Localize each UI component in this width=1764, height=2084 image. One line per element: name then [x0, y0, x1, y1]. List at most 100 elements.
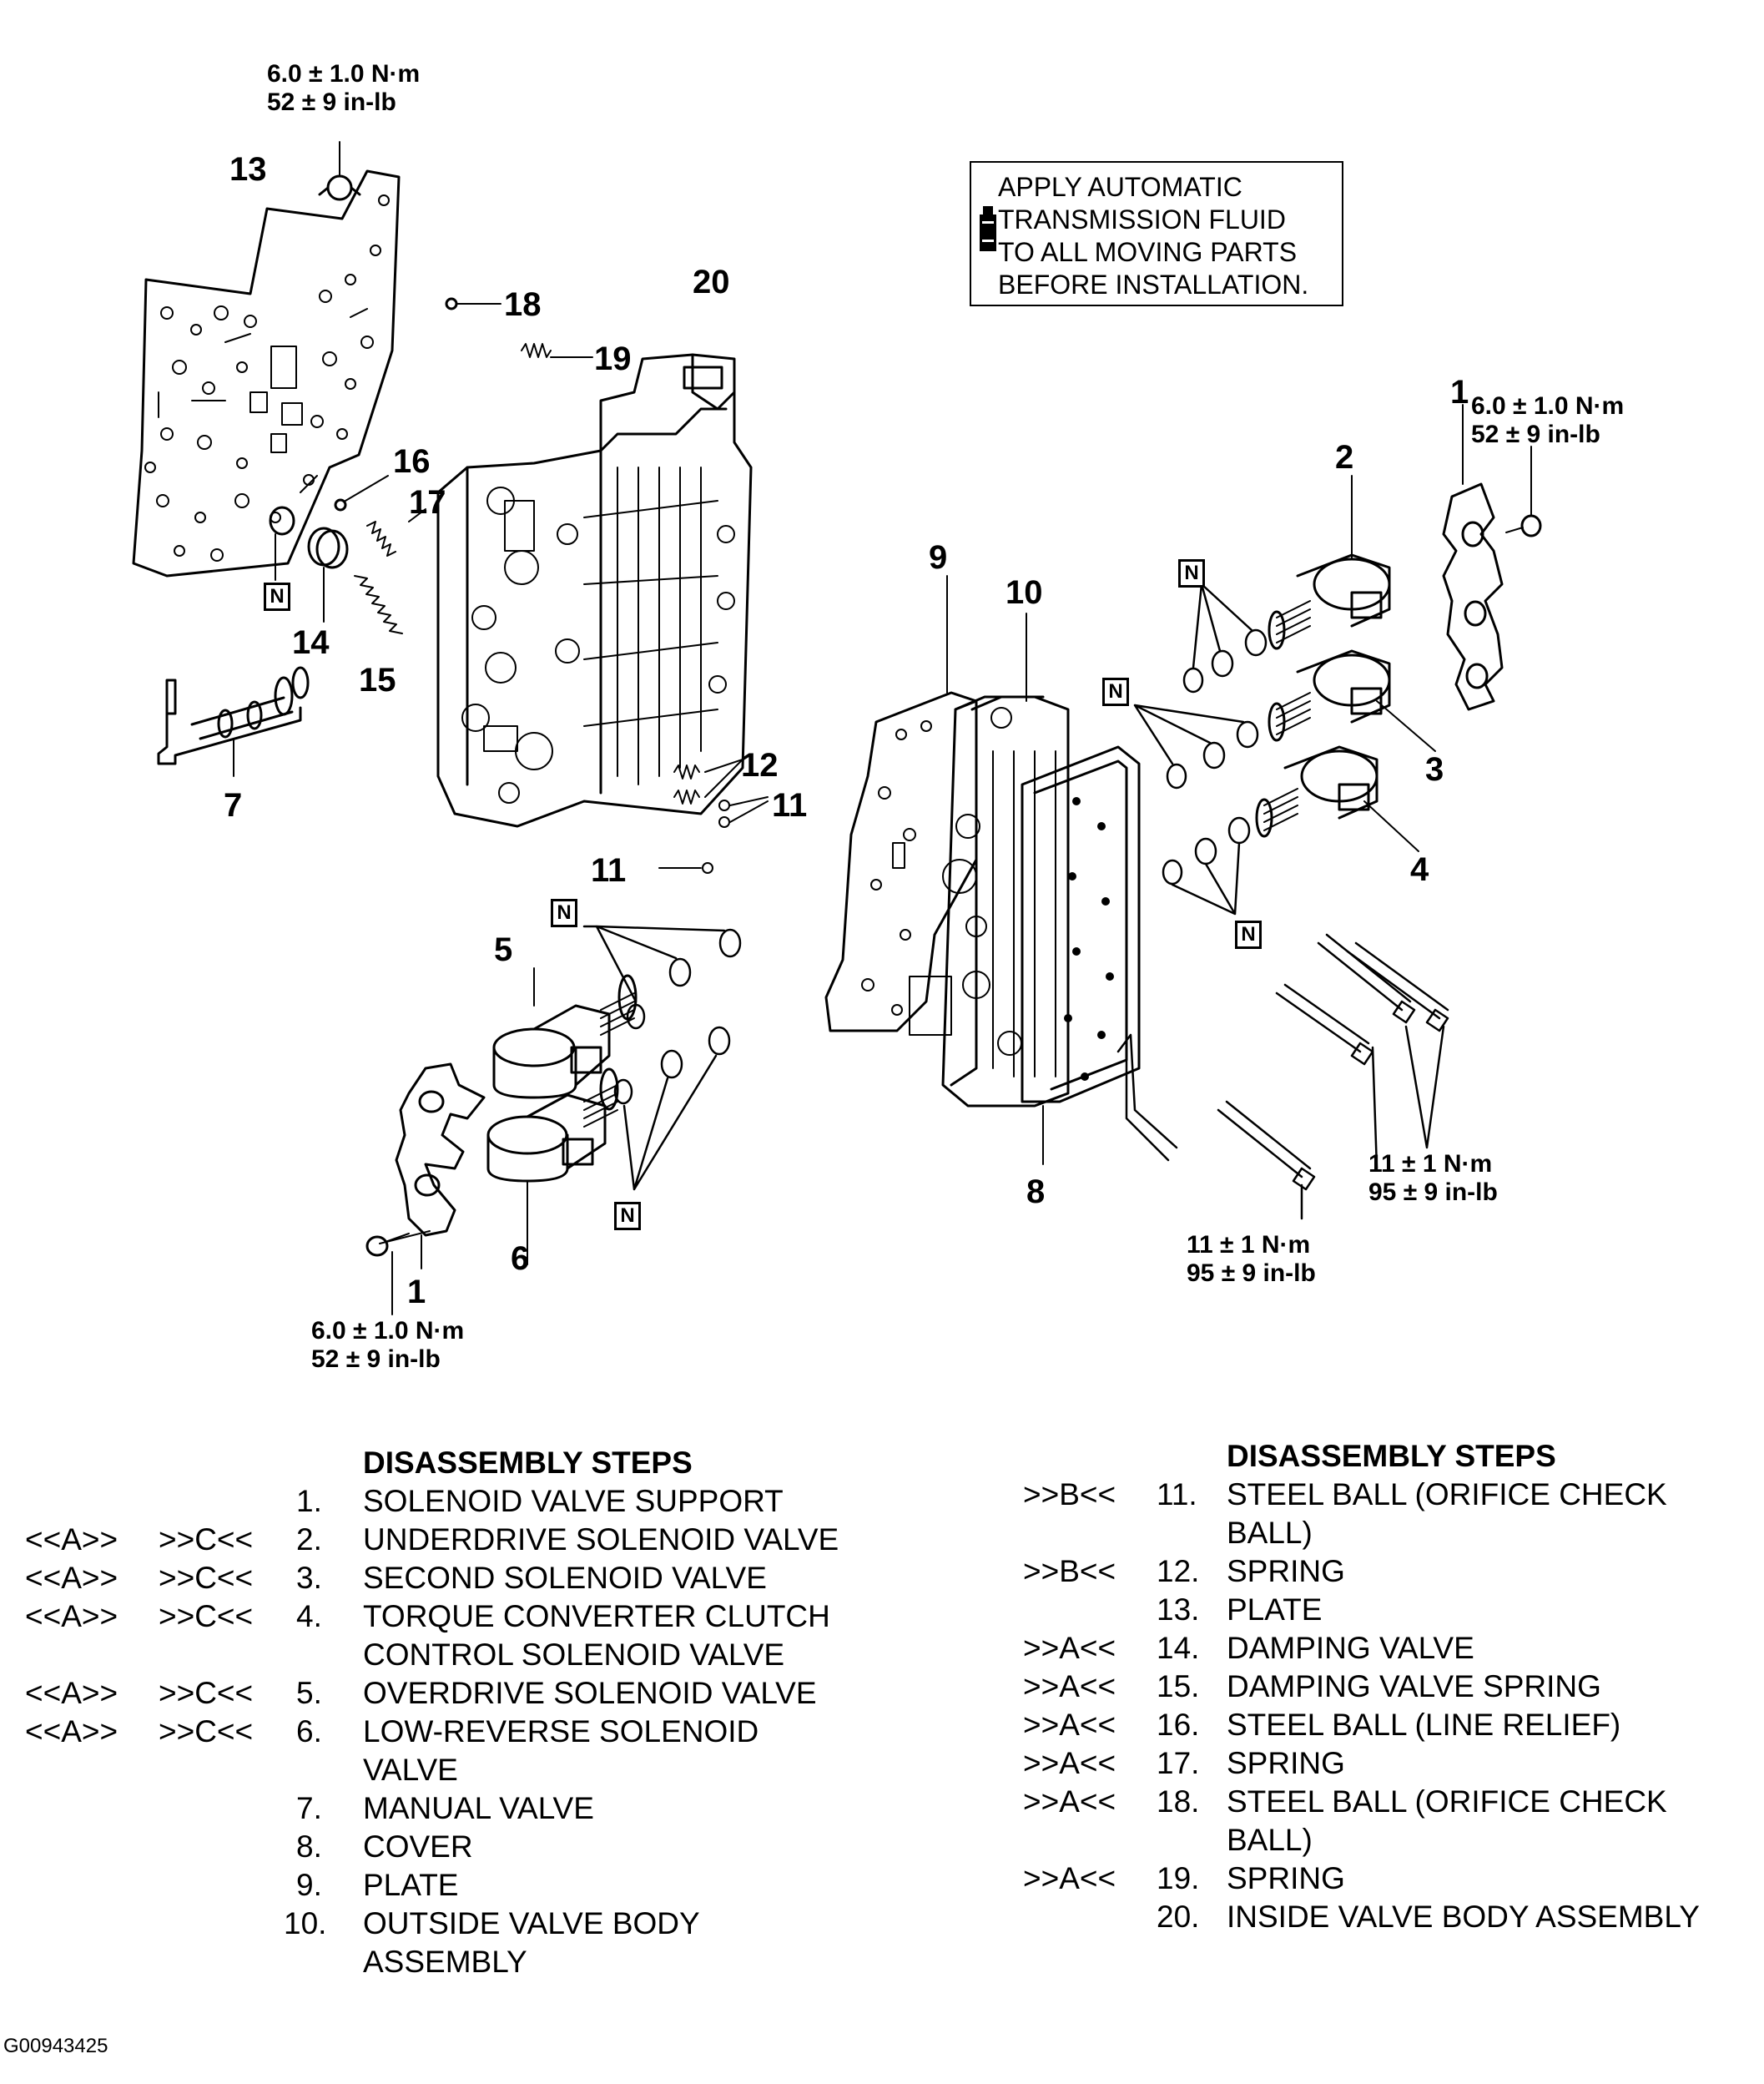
- step-a-ref: >>A<<: [1023, 1631, 1116, 1665]
- callout-18: 18: [504, 286, 542, 323]
- step-number: 3.: [296, 1561, 322, 1595]
- torque-upper-right: 6.0 ± 1.0 N·m 52 ± 9 in-lb: [1471, 392, 1624, 449]
- step-row: >>A<< 19. SPRING: [1023, 1859, 1749, 1898]
- disassembly-steps-right: DISASSEMBLY STEPS >>B<< 11. STEEL BALL (…: [1023, 1437, 1749, 1936]
- callout-2: 2: [1335, 439, 1354, 476]
- bolt-13: [318, 141, 361, 201]
- new-part-marker: N: [551, 899, 577, 927]
- step-number: 1.: [296, 1484, 322, 1518]
- step-a-ref: >>A<<: [1023, 1784, 1116, 1819]
- torque-top: 6.0 ± 1.0 N·m 52 ± 9 in-lb: [267, 60, 420, 117]
- step-number: 9.: [296, 1868, 322, 1902]
- step-number: 15.: [1157, 1669, 1200, 1703]
- torque-lower-bolt-inlb: 95 ± 9 in-lb: [1187, 1259, 1316, 1287]
- callout-19: 19: [594, 341, 632, 377]
- step-row: 10. OUTSIDE VALVE BODY ASSEMBLY: [25, 1905, 885, 1981]
- torque-lower-bolt-nm: 11 ± 1 N·m: [1187, 1231, 1311, 1259]
- step-b-ref: >>C<<: [159, 1561, 254, 1595]
- solenoid-valve-support-lower: [379, 1062, 486, 1244]
- step-name: MANUAL VALVE: [363, 1791, 594, 1825]
- step-number: 10.: [284, 1906, 327, 1940]
- callout-12: 12: [741, 747, 779, 784]
- step-number: 20.: [1157, 1900, 1200, 1934]
- step-number: 8.: [296, 1829, 322, 1864]
- step-name: STEEL BALL (LINE RELIEF): [1227, 1708, 1621, 1742]
- disassembly-steps-left: DISASSEMBLY STEPS 1. SOLENOID VALVE SUPP…: [25, 1444, 885, 1981]
- step-row: >>A<< 16. STEEL BALL (LINE RELIEF): [1023, 1706, 1749, 1744]
- step-name: STEEL BALL (ORIFICE CHECK BALL): [1227, 1784, 1667, 1857]
- torque-lower-bolt: 11 ± 1 N·m 95 ± 9 in-lb: [1187, 1231, 1316, 1288]
- step-name: DAMPING VALVE SPRING: [1227, 1669, 1601, 1703]
- callout-7: 7: [224, 787, 243, 824]
- callout-6: 6: [511, 1240, 530, 1277]
- step-number: 5.: [296, 1676, 322, 1710]
- o-rings-6: [613, 1026, 731, 1191]
- step-row: <<A>> >>C<< 5. OVERDRIVE SOLENOID VALVE: [25, 1674, 885, 1713]
- step-name: SPRING: [1227, 1861, 1345, 1895]
- torque-lower-left-inlb: 52 ± 9 in-lb: [311, 1345, 441, 1373]
- new-part-marker: N: [1235, 921, 1262, 949]
- step-name: LOW-REVERSE SOLENOID VALVE: [363, 1714, 759, 1787]
- callout-3: 3: [1425, 751, 1444, 788]
- step-row: 7. MANUAL VALVE: [25, 1789, 885, 1828]
- torque-right-bolts: 11 ± 1 N·m 95 ± 9 in-lb: [1368, 1150, 1498, 1207]
- o-rings-2: [1182, 583, 1268, 694]
- low-reverse-solenoid-6: [486, 1067, 619, 1265]
- step-a-ref: <<A>>: [25, 1714, 118, 1748]
- o-rings-5: [582, 925, 742, 1030]
- step-number: 14.: [1157, 1631, 1200, 1665]
- new-part-marker: N: [264, 583, 290, 611]
- step-name: STEEL BALL (ORIFICE CHECK BALL): [1227, 1477, 1667, 1550]
- tcc-solenoid-4: [1255, 745, 1419, 852]
- cover-8: [1021, 745, 1141, 1165]
- step-row: >>B<< 11. STEEL BALL (ORIFICE CHECK BALL…: [1023, 1476, 1749, 1552]
- notice-text: APPLY AUTOMATIC TRANSMISSION FLUID TO AL…: [998, 172, 1309, 300]
- step-number: 19.: [1157, 1861, 1200, 1895]
- step-name: INSIDE VALVE BODY ASSEMBLY: [1227, 1900, 1700, 1934]
- damping-valve-spring-15: [354, 575, 403, 634]
- callout-13: 13: [229, 151, 267, 188]
- step-row: 1. SOLENOID VALVE SUPPORT: [25, 1482, 885, 1521]
- step-row: >>A<< 15. DAMPING VALVE SPRING: [1023, 1668, 1749, 1706]
- damping-valve-14: [307, 527, 349, 623]
- steps-left-heading: DISASSEMBLY STEPS: [363, 1446, 693, 1480]
- step-name: DAMPING VALVE: [1227, 1631, 1474, 1665]
- step-name: TORQUE CONVERTER CLUTCH CONTROL SOLENOID…: [363, 1599, 830, 1672]
- bolt-upper-right: [1505, 446, 1542, 537]
- step-name: SECOND SOLENOID VALVE: [363, 1561, 767, 1595]
- callout-1-upper: 1: [1450, 374, 1469, 411]
- callout-9: 9: [929, 539, 948, 576]
- step-number: 17.: [1157, 1746, 1200, 1780]
- step-row: >>A<< 17. SPRING: [1023, 1744, 1749, 1783]
- step-number: 7.: [296, 1791, 322, 1825]
- step-a-ref: <<A>>: [25, 1599, 118, 1633]
- step-a-ref: <<A>>: [25, 1561, 118, 1595]
- separator-plate-13: [132, 169, 401, 578]
- step-row: >>A<< 18. STEEL BALL (ORIFICE CHECK BALL…: [1023, 1783, 1749, 1859]
- step-row: <<A>> >>C<< 4. TORQUE CONVERTER CLUTCH C…: [25, 1597, 885, 1674]
- step-name: SPRING: [1227, 1554, 1345, 1588]
- step-number: 12.: [1157, 1554, 1200, 1588]
- inside-valve-body-20: [436, 353, 753, 828]
- spring-19: [521, 343, 593, 358]
- step-number: 4.: [296, 1599, 322, 1633]
- step-row: <<A>> >>C<< 6. LOW-REVERSE SOLENOID VALV…: [25, 1713, 885, 1789]
- callout-8: 8: [1026, 1173, 1046, 1210]
- torque-lower-left-nm: 6.0 ± 1.0 N·m: [311, 1317, 465, 1345]
- step-row: <<A>> >>C<< 3. SECOND SOLENOID VALVE: [25, 1559, 885, 1597]
- step-name: PLATE: [363, 1868, 459, 1902]
- overdrive-solenoid-5: [492, 974, 638, 1099]
- solenoid-valve-support-upper: [1442, 404, 1504, 711]
- step-b-ref: >>C<<: [159, 1676, 254, 1710]
- step-name: PLATE: [1227, 1592, 1323, 1627]
- step-number: 16.: [1157, 1708, 1200, 1742]
- manual-valve-7: [157, 666, 310, 777]
- step-a-ref: >>A<<: [1023, 1746, 1116, 1780]
- steel-ball-11: [658, 796, 769, 874]
- new-part-marker: N: [1178, 559, 1205, 588]
- spring-17: [366, 508, 426, 557]
- step-b-ref: >>C<<: [159, 1714, 254, 1748]
- step-row: <<A>> >>C<< 2. UNDERDRIVE SOLENOID VALVE: [25, 1521, 885, 1559]
- torque-top-nm: 6.0 ± 1.0 N·m: [267, 60, 421, 88]
- figure-id: G00943425: [3, 2035, 108, 2057]
